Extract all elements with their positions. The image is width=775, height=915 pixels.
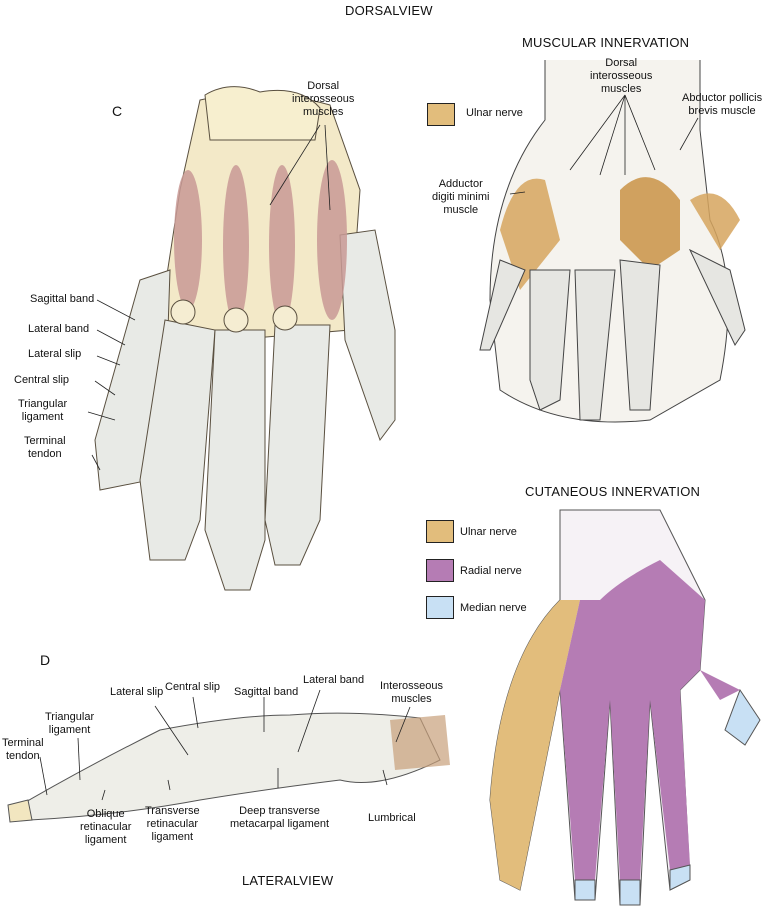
legend-swatch-median xyxy=(426,596,454,619)
dorsal-view-title: DORSALVIEW xyxy=(345,3,433,18)
label-c-lateral-band: Lateral band xyxy=(28,323,90,335)
legend-label-median: Median nerve xyxy=(460,602,527,614)
leader-lines xyxy=(87,124,331,471)
legend-swatch-radial xyxy=(426,559,454,582)
lateral-view-title: LATERALVIEW xyxy=(242,873,334,888)
label-c-lateral-slip: Lateral slip xyxy=(28,348,82,360)
dorsal-hand-illustration xyxy=(94,86,396,591)
muscular-innervation-illustration xyxy=(479,60,746,423)
legend-swatch-ulnar xyxy=(427,103,455,126)
legend-label-ulnar: Ulnar nerve xyxy=(460,526,517,538)
cutaneous-innervation-title: CUTANEOUS INNERVATION xyxy=(525,484,701,499)
lateral-finger-illustration xyxy=(7,712,450,823)
panel-d-letter: D xyxy=(40,652,51,668)
label-d-central-slip: Central slip xyxy=(165,681,221,693)
label-d-sagittal-band: Sagittal band xyxy=(234,686,299,698)
label-c-sagittal-band: Sagittal band xyxy=(30,293,95,305)
panel-c-letter: C xyxy=(112,103,123,119)
label-c-central-slip: Central slip xyxy=(14,374,70,386)
cutaneous-innervation-illustration xyxy=(489,509,761,906)
label-d-lateral-slip: Lateral slip xyxy=(110,686,164,698)
label-d-lateral-band: Lateral band xyxy=(303,674,365,686)
label-d-lumbrical: Lumbrical xyxy=(368,812,416,824)
legend-label-radial: Radial nerve xyxy=(460,565,522,577)
muscular-innervation-title: MUSCULAR INNERVATION xyxy=(522,35,690,50)
legend-swatch-ulnar xyxy=(426,520,454,543)
legend-label-ulnar: Ulnar nerve xyxy=(466,107,523,119)
